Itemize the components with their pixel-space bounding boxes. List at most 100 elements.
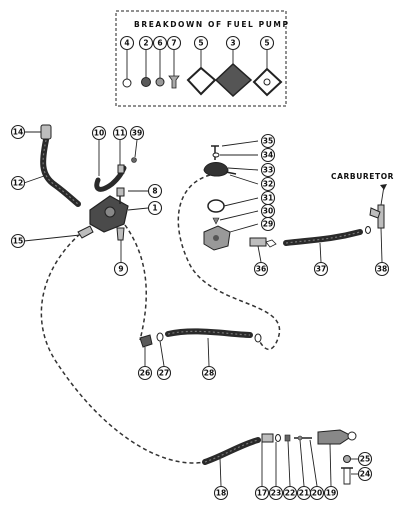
part-6-spring <box>155 77 165 87</box>
callout-8: 8 <box>147 183 163 199</box>
svg-text:4: 4 <box>124 39 129 48</box>
callout-29: 29 <box>260 216 276 232</box>
svg-text:7: 7 <box>171 39 176 48</box>
svg-text:6: 6 <box>157 39 162 48</box>
svg-text:27: 27 <box>159 369 169 378</box>
svg-text:15: 15 <box>13 237 23 246</box>
svg-text:28: 28 <box>204 369 214 378</box>
callout-34: 34 <box>260 147 276 163</box>
breakdown-title: BREAKDOWN OF FUEL PUMP <box>134 20 290 29</box>
svg-text:24: 24 <box>360 470 370 479</box>
breakdown-border <box>115 10 287 107</box>
fuel-hose-28-assembly: 26 27 28 <box>137 328 262 381</box>
fitting-9 <box>116 227 125 241</box>
callout-30: 30 <box>260 203 276 219</box>
callout-1: 1 <box>147 200 163 216</box>
svg-text:25: 25 <box>360 455 370 464</box>
fuel-hose-37-assembly: CARBURETOR 37 38 <box>265 172 394 277</box>
part-4-washer <box>122 78 132 88</box>
fitting-17 <box>261 433 274 443</box>
fuel-hose-18-assembly: 18 17 23 22 21 20 19 25 24 <box>202 429 373 501</box>
callout-18: 18 <box>213 485 229 501</box>
callout-5-right: 5 <box>259 35 275 51</box>
svg-text:33: 33 <box>263 166 273 175</box>
dashed-line-filter-to-hose <box>177 174 281 350</box>
callout-12: 12 <box>10 175 26 191</box>
callout-2: 2 <box>138 35 154 51</box>
svg-text:34: 34 <box>263 151 273 160</box>
svg-text:38: 38 <box>377 265 387 274</box>
carburetor-label: CARBURETOR <box>331 172 394 181</box>
gasket-31 <box>207 199 225 213</box>
fuel-pump-1-assembly: 8 1 15 9 <box>10 183 163 277</box>
fitting-15 <box>77 225 94 239</box>
callout-22: 22 <box>282 485 298 501</box>
callout-39: 39 <box>129 125 145 141</box>
svg-text:19: 19 <box>326 489 336 498</box>
callout-26: 26 <box>137 365 153 381</box>
callout-35: 35 <box>260 133 276 149</box>
callout-24: 24 <box>357 466 373 482</box>
svg-text:21: 21 <box>299 489 309 498</box>
callout-15: 15 <box>10 233 26 249</box>
callout-20: 20 <box>309 485 325 501</box>
vent-hose-10-assembly: 10 11 39 <box>91 125 145 192</box>
carburetor-fitting-38 <box>377 204 385 229</box>
svg-text:20: 20 <box>312 489 322 498</box>
svg-text:18: 18 <box>216 489 226 498</box>
svg-text:9: 9 <box>118 265 123 274</box>
fitting-36 <box>249 237 267 247</box>
fuel-filter-assembly: 35 34 33 32 31 30 29 36 <box>203 133 276 277</box>
fitting-26 <box>139 334 153 348</box>
svg-text:5: 5 <box>264 39 269 48</box>
svg-text:23: 23 <box>271 489 281 498</box>
callout-17: 17 <box>254 485 270 501</box>
part-3-diaphragm <box>214 62 253 98</box>
part-2-valve <box>141 77 151 87</box>
callout-28: 28 <box>201 365 217 381</box>
callout-9: 9 <box>113 261 129 277</box>
svg-text:10: 10 <box>94 129 104 138</box>
svg-text:29: 29 <box>263 220 273 229</box>
fuel-line-12-assembly: 14 12 <box>10 124 81 207</box>
breakdown-inset: BREAKDOWN OF FUEL PUMP 4 2 6 7 5 3 5 <box>115 10 290 107</box>
part-7-retainer <box>168 75 180 89</box>
filter-cover-33 <box>203 162 229 177</box>
svg-text:22: 22 <box>285 489 295 498</box>
fitting-14 <box>40 124 52 140</box>
callout-7: 7 <box>166 35 182 51</box>
svg-text:35: 35 <box>263 137 273 146</box>
callout-3: 3 <box>225 35 241 51</box>
callout-31: 31 <box>260 190 276 206</box>
cap-25 <box>343 455 351 463</box>
dashed-line-pump-to-filter <box>124 224 147 341</box>
svg-text:31: 31 <box>263 194 273 203</box>
svg-text:1: 1 <box>152 204 157 213</box>
callout-25: 25 <box>357 451 373 467</box>
svg-text:39: 39 <box>132 129 142 138</box>
svg-text:32: 32 <box>263 180 273 189</box>
callout-32: 32 <box>260 176 276 192</box>
dashed-line-to-tank <box>40 233 206 464</box>
svg-text:5: 5 <box>198 39 203 48</box>
callout-11: 11 <box>112 125 128 141</box>
svg-text:36: 36 <box>256 265 266 274</box>
callout-4: 4 <box>119 35 135 51</box>
svg-text:2: 2 <box>143 39 148 48</box>
svg-text:3: 3 <box>230 39 235 48</box>
callout-5-left: 5 <box>193 35 209 51</box>
svg-text:17: 17 <box>257 489 267 498</box>
callout-19: 19 <box>323 485 339 501</box>
svg-text:26: 26 <box>140 369 150 378</box>
svg-text:30: 30 <box>263 207 273 216</box>
bolt-24 <box>343 467 351 485</box>
svg-text:12: 12 <box>13 179 23 188</box>
callout-38: 38 <box>374 261 390 277</box>
callout-33: 33 <box>260 162 276 178</box>
callout-23: 23 <box>268 485 284 501</box>
callout-21: 21 <box>296 485 312 501</box>
part-5-gasket-left <box>186 66 217 96</box>
svg-text:37: 37 <box>316 265 326 274</box>
callout-37: 37 <box>313 261 329 277</box>
